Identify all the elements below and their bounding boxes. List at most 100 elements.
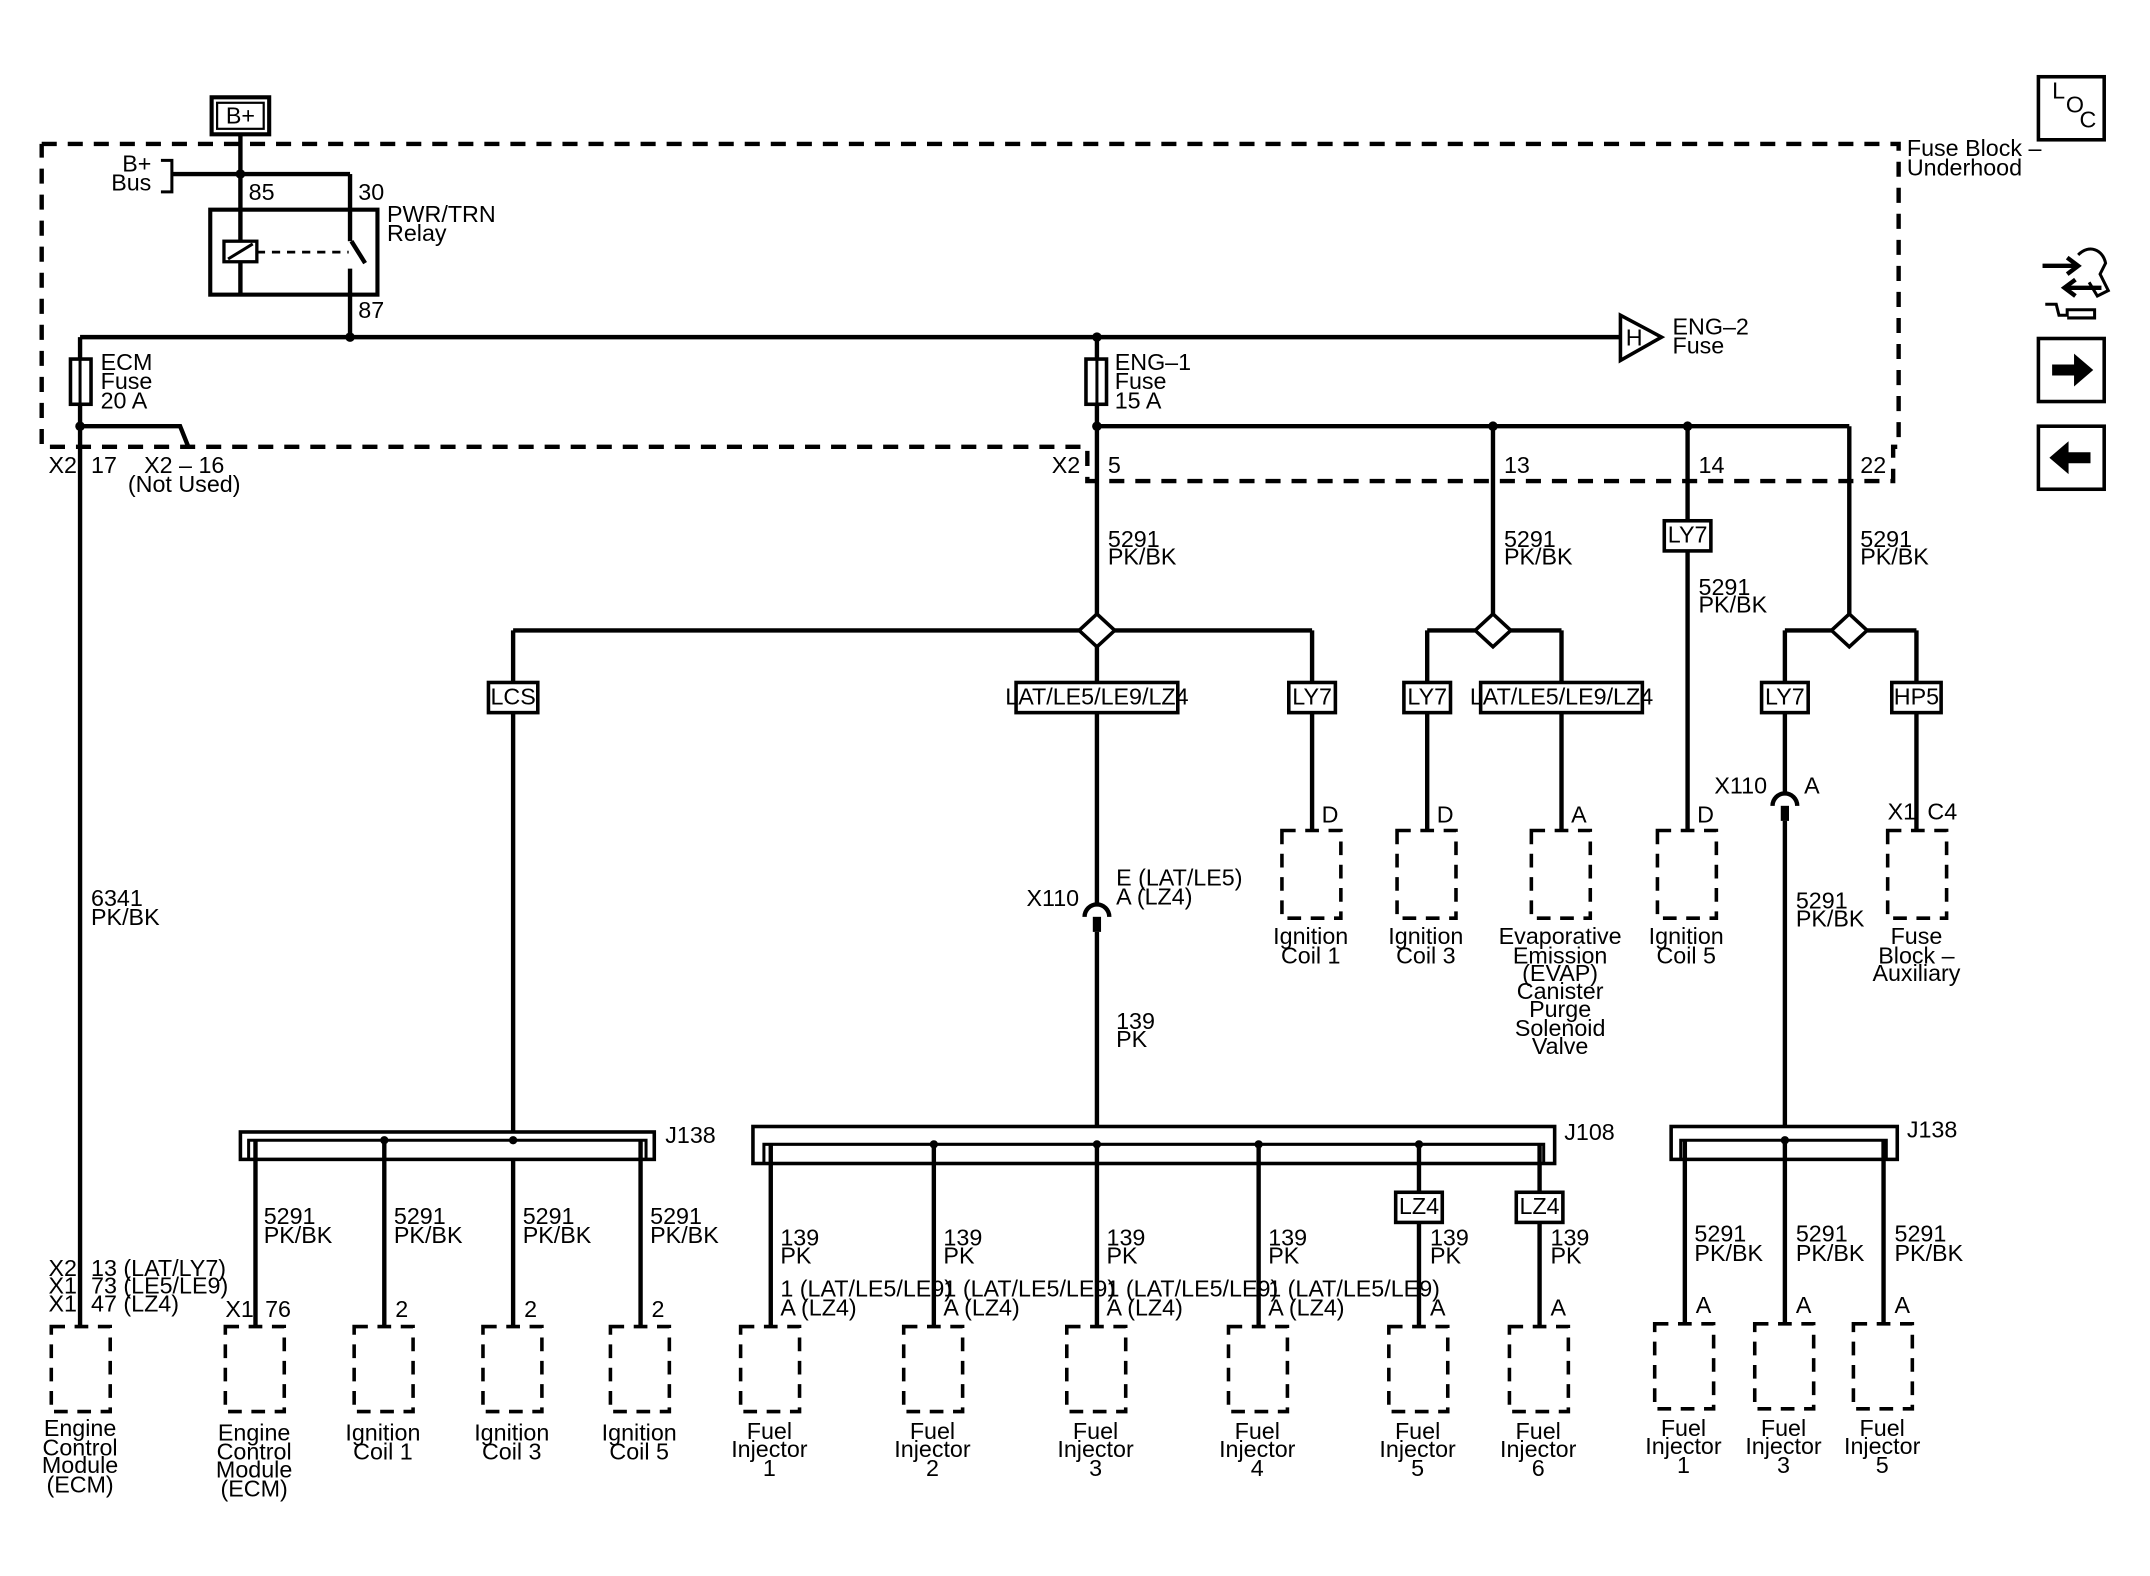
svg-text:PK/BK: PK/BK — [1796, 905, 1865, 931]
fuel-injector-1-label: Fuel — [1661, 1415, 1706, 1441]
relay-name-2: Relay — [387, 220, 447, 246]
left-arrow-icon — [2049, 441, 2091, 475]
svg-text:76: 76 — [265, 1296, 291, 1322]
svg-text:Coil 3: Coil 3 — [1396, 942, 1456, 968]
ignition-coil-1-label: Ignition — [1273, 923, 1348, 949]
svg-text:PK: PK — [1430, 1243, 1462, 1269]
ecm-fuse-label: ECM — [101, 349, 153, 375]
splice-diamond — [1828, 611, 1870, 650]
wire-5291: 5291 — [1699, 574, 1751, 600]
eng2-fuse-label-2: Fuse — [1673, 333, 1725, 359]
svg-text:73 (LE5/LE9): 73 (LE5/LE9) — [91, 1273, 228, 1299]
fuse-block-outline — [39, 141, 1901, 484]
svg-text:5: 5 — [1411, 1455, 1424, 1481]
svg-text:1: 1 — [1677, 1452, 1690, 1478]
svg-text:5291: 5291 — [650, 1203, 702, 1229]
svg-text:14: 14 — [1699, 452, 1725, 478]
svg-text:D: D — [1322, 801, 1339, 827]
svg-text:139: 139 — [943, 1225, 982, 1251]
ignition-coil-5-label: Ignition — [602, 1419, 677, 1445]
fuel-injector-3-connector — [1752, 1322, 1816, 1411]
svg-text:J108: J108 — [1564, 1119, 1615, 1145]
svg-text:A (LZ4): A (LZ4) — [1107, 1295, 1183, 1321]
svg-text:3: 3 — [1777, 1452, 1790, 1478]
svg-text:Module: Module — [216, 1456, 292, 1482]
eng1-connector: X2 — [1052, 452, 1080, 478]
connector-views-icon[interactable] — [2042, 247, 2111, 320]
svg-text:PK/BK: PK/BK — [1108, 544, 1177, 570]
svg-text:Injector: Injector — [731, 1436, 808, 1462]
splice-pack-j138 — [238, 1130, 657, 1162]
svg-text:5: 5 — [1876, 1452, 1889, 1478]
svg-text:PK: PK — [780, 1243, 812, 1269]
svg-text:(EVAP): (EVAP) — [1522, 960, 1598, 986]
svg-text:(ECM): (ECM) — [46, 1471, 113, 1497]
svg-text:C4: C4 — [1927, 799, 1957, 825]
fuel-injector-3-connector — [1064, 1324, 1128, 1414]
forward-button[interactable] — [2036, 336, 2106, 404]
fuel-injector-1-connector — [738, 1324, 802, 1414]
svg-text:J138: J138 — [1907, 1116, 1958, 1142]
svg-text:Control: Control — [217, 1439, 292, 1465]
svg-text:139: 139 — [1107, 1225, 1146, 1251]
eng2-fuse-arrow — [1618, 312, 1666, 364]
svg-text:6: 6 — [1532, 1455, 1545, 1481]
eng2-fuse-label: ENG–2 — [1673, 313, 1749, 339]
ignition-coil-5-connector — [1655, 828, 1719, 920]
battery-source-label: B+ — [226, 102, 255, 128]
svg-text:Injector: Injector — [1844, 1433, 1921, 1459]
pwr-trn-relay — [208, 207, 380, 297]
svg-text:PK/BK: PK/BK — [264, 1222, 333, 1248]
ecm-connector — [223, 1324, 287, 1414]
svg-text:PK/BK: PK/BK — [1694, 1240, 1763, 1266]
svg-text:15 A: 15 A — [1115, 387, 1162, 413]
fuel-injector-3-label: Fuel — [1761, 1415, 1806, 1441]
svg-text:PK: PK — [1107, 1243, 1139, 1269]
svg-text:Coil 1: Coil 1 — [1281, 942, 1341, 968]
svg-text:A (LZ4): A (LZ4) — [780, 1295, 856, 1321]
ignition-coil-1-label: Ignition — [345, 1419, 420, 1445]
wire-5291: 5291 — [1504, 526, 1556, 552]
svg-text:PK: PK — [1116, 1026, 1148, 1052]
svg-text:D: D — [1437, 801, 1454, 827]
ecm-label: Engine — [44, 1415, 117, 1441]
svg-text:PK/BK: PK/BK — [1796, 1240, 1865, 1266]
x110-label: X110 — [1026, 885, 1079, 911]
back-button[interactable] — [2036, 424, 2106, 492]
svg-text:PK/BK: PK/BK — [1504, 544, 1573, 570]
svg-text:5: 5 — [1108, 452, 1121, 478]
svg-text:(ECM): (ECM) — [220, 1476, 287, 1502]
svg-text:A: A — [1895, 1292, 1911, 1318]
svg-text:E (LAT/LE5): E (LAT/LE5) — [1116, 864, 1242, 890]
svg-text:PK/BK: PK/BK — [91, 904, 160, 930]
fuel-injector-4-connector — [1226, 1324, 1290, 1414]
x110-inline-connector — [1082, 902, 1112, 918]
splice-diamond — [1472, 611, 1514, 650]
locator-button[interactable]: L O C — [2036, 74, 2106, 142]
fuel-injector-2-label: Fuel — [910, 1418, 955, 1444]
svg-text:Injector: Injector — [1500, 1436, 1577, 1462]
ecm-label: Engine — [218, 1419, 291, 1445]
fuse-block-label-2: Underhood — [1907, 154, 2022, 180]
fuel-injector-5-label: Fuel — [1395, 1418, 1440, 1444]
svg-text:Auxiliary: Auxiliary — [1872, 960, 1960, 986]
right-arrow-icon — [2052, 353, 2094, 387]
evap-purge-valve-connector — [1529, 828, 1593, 920]
svg-text:1 (LAT/LE5/LE9): 1 (LAT/LE5/LE9) — [1107, 1275, 1279, 1301]
ignition-coil-5-label: Ignition — [1649, 923, 1724, 949]
evap-purge-valve-label: Evaporative — [1499, 923, 1622, 949]
svg-text:O: O — [2066, 91, 2084, 117]
ignition-coil-3-connector — [1395, 828, 1458, 920]
svg-text:Control: Control — [43, 1434, 118, 1460]
ignition-coil-3-connector — [481, 1324, 544, 1414]
svg-text:PK/BK: PK/BK — [650, 1222, 719, 1248]
svg-text:139: 139 — [1430, 1225, 1469, 1251]
svg-text:Canister: Canister — [1517, 978, 1604, 1004]
wire-6341: 6341 — [91, 885, 143, 911]
x110-inline-connector — [1770, 791, 1800, 807]
svg-text:1 (LAT/LE5/LE9): 1 (LAT/LE5/LE9) — [1268, 1275, 1440, 1301]
option-ly7: LY7 — [1292, 683, 1332, 709]
x110-right-label: X110 — [1714, 772, 1767, 798]
fuse-block-label: Fuse Block – — [1907, 135, 2042, 161]
svg-text:Injector: Injector — [1057, 1436, 1134, 1462]
